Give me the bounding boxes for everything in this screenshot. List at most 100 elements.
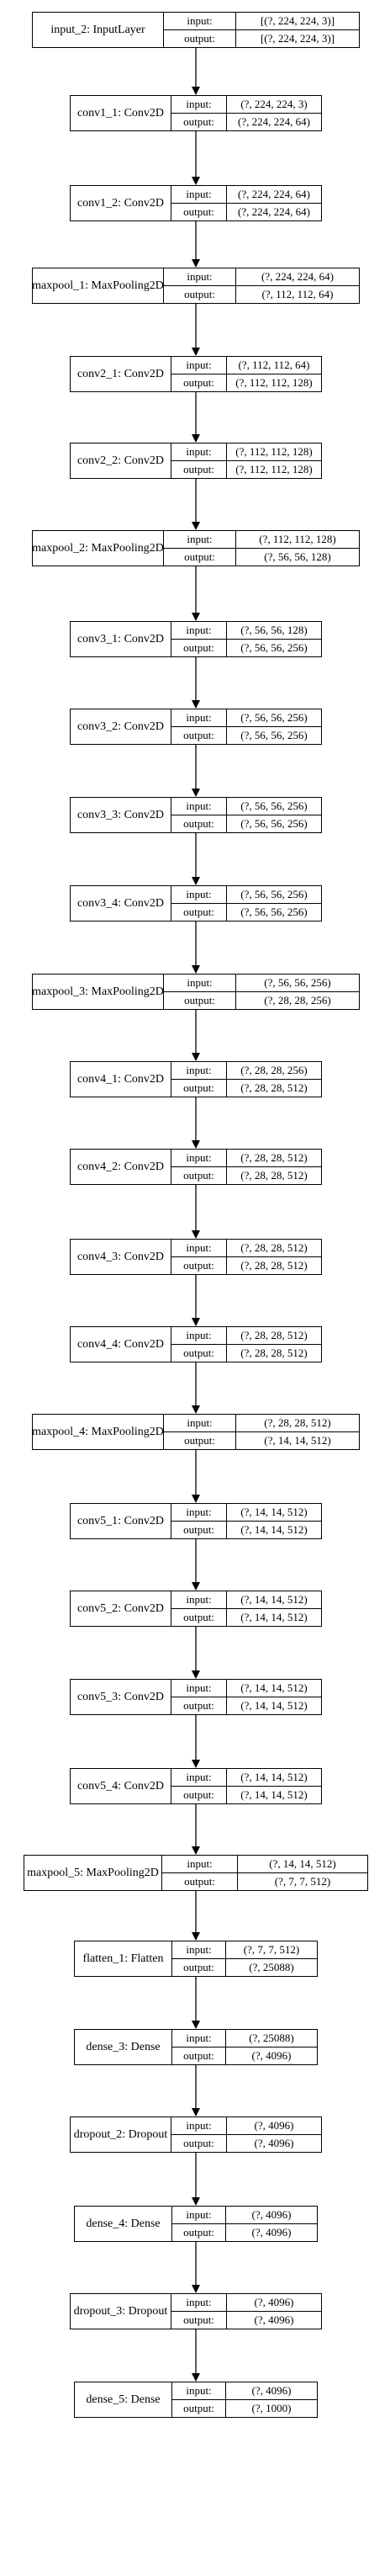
output-shape: (?, 14, 14, 512): [240, 1699, 308, 1713]
layer-name: maxpool_1: MaxPooling2D: [32, 268, 164, 303]
output-label: output:: [164, 285, 236, 303]
input-label: input:: [171, 798, 227, 815]
output-shape: (?, 112, 112, 128): [235, 376, 313, 390]
input-shape: (?, 56, 56, 256): [227, 886, 321, 904]
input-label: input:: [171, 1504, 227, 1522]
input-shape: (?, 14, 14, 512): [227, 1680, 321, 1697]
input-label: input:: [172, 2207, 226, 2224]
input-shape: (?, 14, 14, 512): [227, 1769, 321, 1787]
input-label: input:: [164, 975, 236, 992]
layer-name: conv4_1: Conv2D: [71, 1062, 171, 1097]
output-shape: (?, 56, 56, 256): [240, 906, 308, 919]
output-label: output:: [171, 1786, 227, 1803]
output-label: output:: [172, 2399, 226, 2417]
layer-name: conv4_3: Conv2D: [71, 1240, 171, 1274]
input-label: input:: [171, 357, 227, 374]
output-shape: (?, 28, 28, 512): [240, 1081, 308, 1095]
input-shape: (?, 14, 14, 512): [227, 1591, 321, 1609]
output-label: output:: [171, 113, 227, 130]
output-shape: (?, 224, 224, 64): [238, 205, 310, 219]
output-label: output:: [171, 1521, 227, 1538]
input-label: input:: [164, 531, 236, 549]
input-shape: (?, 112, 112, 128): [236, 531, 359, 549]
output-label: output:: [171, 726, 227, 744]
layer-name: conv3_3: Conv2D: [71, 798, 171, 832]
output-label: output:: [171, 1166, 227, 1184]
output-shape: (?, 56, 56, 256): [240, 641, 308, 655]
output-label: output:: [171, 903, 227, 921]
input-shape: (?, 14, 14, 512): [238, 1856, 367, 1873]
input-shape: (?, 4096): [226, 2382, 317, 2400]
input-label: input:: [171, 2117, 227, 2135]
output-shape: (?, 14, 14, 512): [240, 1788, 308, 1802]
layer-name: conv1_2: Conv2D: [71, 186, 171, 220]
input-label: input:: [171, 886, 227, 904]
output-shape: (?, 112, 112, 128): [235, 463, 313, 476]
layer-name: conv5_3: Conv2D: [71, 1680, 171, 1714]
layer-name: maxpool_4: MaxPooling2D: [32, 1415, 164, 1449]
output-label: output:: [171, 1697, 227, 1714]
output-shape: (?, 1000): [251, 2402, 292, 2415]
output-shape: (?, 4096): [251, 2049, 292, 2063]
input-label: input:: [171, 96, 227, 114]
layer-name: dense_4: Dense: [75, 2207, 172, 2241]
input-label: input:: [172, 2382, 226, 2400]
input-shape: (?, 25088): [226, 2030, 317, 2048]
output-label: output:: [171, 815, 227, 832]
output-shape: (?, 56, 56, 256): [240, 817, 308, 831]
input-label: input:: [171, 1591, 227, 1609]
input-shape: (?, 4096): [226, 2207, 317, 2224]
input-shape: (?, 56, 56, 256): [236, 975, 359, 992]
output-shape: (?, 4096): [251, 2226, 292, 2239]
input-label: input:: [171, 709, 227, 727]
output-label: output:: [164, 548, 236, 566]
layer-name: maxpool_5: MaxPooling2D: [24, 1856, 162, 1890]
output-shape: (?, 7, 7, 512): [274, 1875, 331, 1888]
input-shape: (?, 28, 28, 512): [227, 1240, 321, 1257]
input-shape: (?, 56, 56, 256): [227, 709, 321, 727]
input-shape: (?, 28, 28, 512): [236, 1415, 359, 1432]
output-shape: [(?, 224, 224, 3)]: [260, 32, 335, 45]
layer-name: conv4_2: Conv2D: [71, 1150, 171, 1184]
input-label: input:: [171, 1062, 227, 1080]
input-shape: (?, 112, 112, 128): [227, 443, 321, 461]
output-label: output:: [171, 1344, 227, 1362]
layer-name: conv5_1: Conv2D: [71, 1504, 171, 1538]
layer-name: maxpool_3: MaxPooling2D: [32, 975, 164, 1009]
output-shape: (?, 28, 28, 512): [240, 1169, 308, 1182]
input-shape: (?, 56, 56, 256): [227, 798, 321, 815]
output-shape: (?, 14, 14, 512): [240, 1523, 308, 1537]
output-label: output:: [171, 2134, 227, 2152]
output-label: output:: [164, 991, 236, 1009]
output-shape: (?, 4096): [254, 2137, 294, 2150]
input-label: input:: [171, 1327, 227, 1345]
input-shape: (?, 4096): [227, 2294, 321, 2312]
layer-name: conv5_2: Conv2D: [71, 1591, 171, 1626]
output-shape: (?, 56, 56, 256): [240, 729, 308, 742]
input-shape: (?, 56, 56, 128): [227, 622, 321, 640]
layer-name: dropout_3: Dropout: [71, 2294, 171, 2329]
layer-name: dense_3: Dense: [75, 2030, 172, 2064]
output-shape: (?, 25088): [249, 1961, 294, 1974]
input-label: input:: [171, 622, 227, 640]
output-label: output:: [172, 2223, 226, 2241]
output-shape: (?, 56, 56, 128): [264, 550, 331, 564]
layer-name: dense_5: Dense: [75, 2382, 172, 2417]
layer-name: conv3_4: Conv2D: [71, 886, 171, 921]
